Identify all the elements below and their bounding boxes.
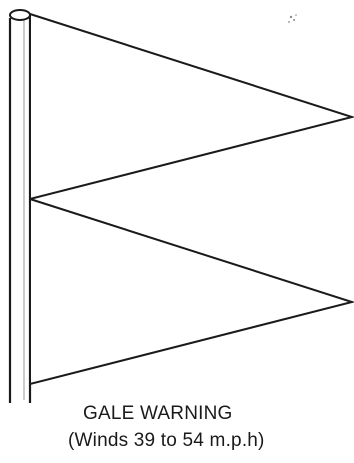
pennant-lower <box>30 199 352 384</box>
pole-top <box>10 10 30 20</box>
caption-title: GALE WARNING <box>83 403 354 425</box>
pennant-upper <box>30 14 352 199</box>
scan-speck <box>288 14 297 23</box>
pole-shaft <box>10 18 30 403</box>
flag-pole <box>10 10 30 403</box>
caption-subtitle: (Winds 39 to 54 m.p.h) <box>68 430 354 452</box>
